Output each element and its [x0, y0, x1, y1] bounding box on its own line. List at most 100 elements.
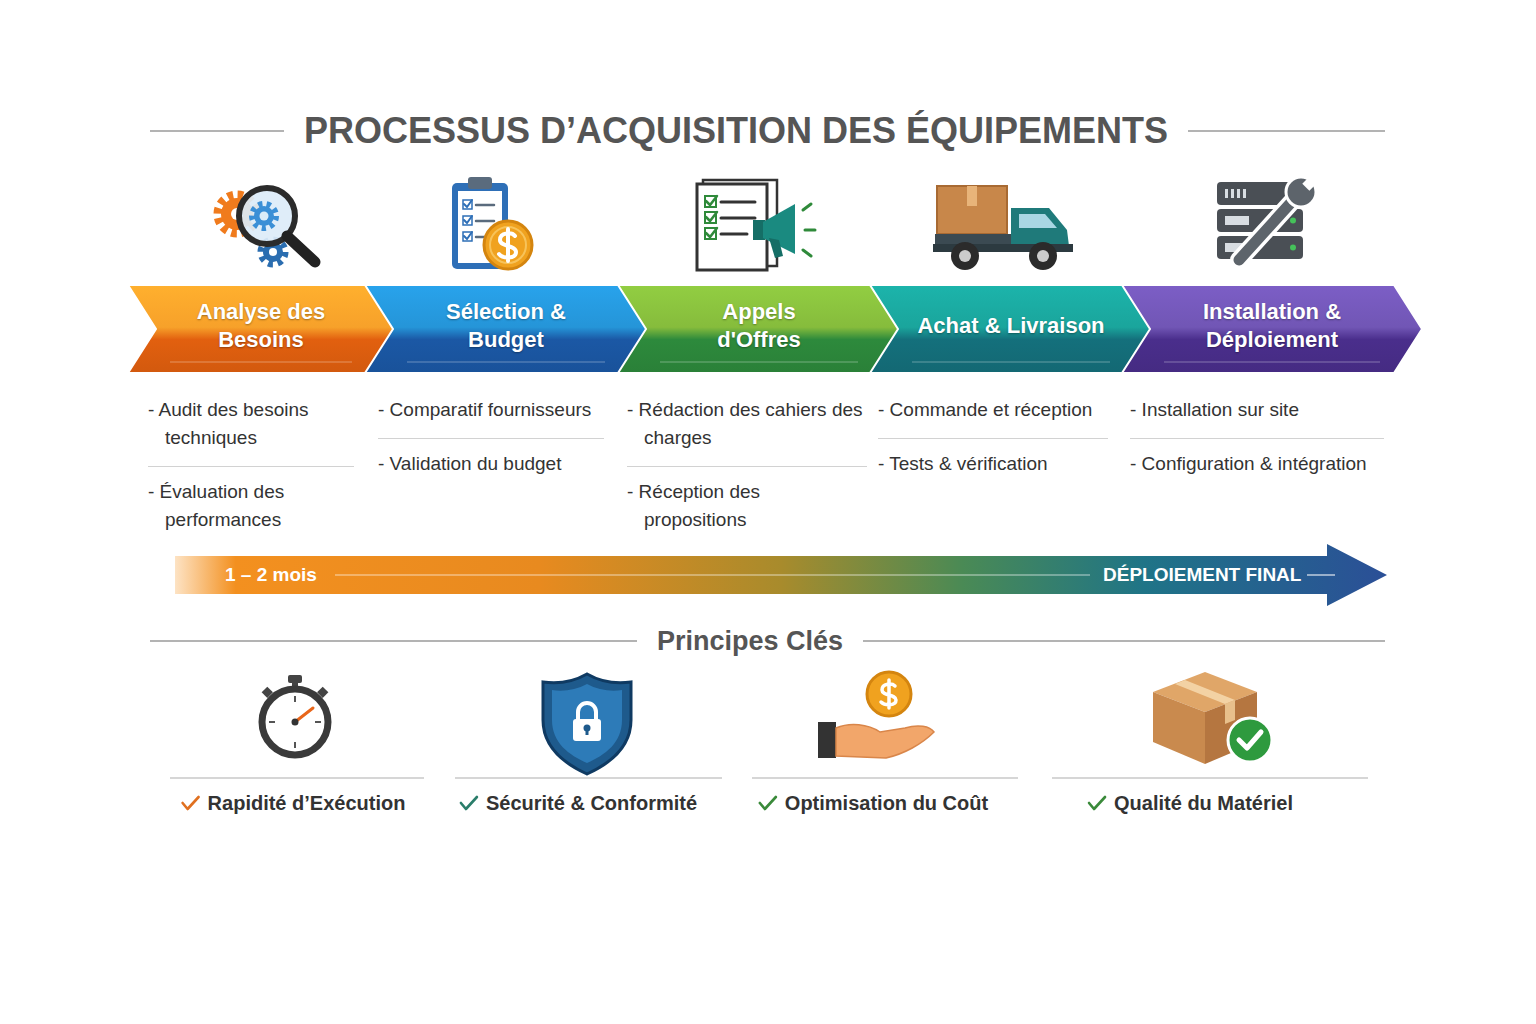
budget-icon: [452, 177, 532, 269]
stage-chevron: Installation & Déploiement: [1122, 285, 1422, 373]
chevron-shape: [870, 285, 1152, 373]
cost-icon: [881, 680, 896, 708]
analysis-icon: [252, 204, 276, 228]
principle-item: Sécurité & Conformité: [459, 789, 697, 817]
separator-line: [170, 777, 1368, 779]
tender-icon: [705, 212, 716, 223]
tender-icon: [705, 228, 716, 239]
delivery-icon: [959, 250, 971, 262]
chevron-label-area: Installation & Déploiement: [1150, 285, 1394, 367]
task-item: - Rédaction des cahiers des charges: [627, 396, 867, 452]
budget-icon: [476, 204, 494, 207]
principle-label: Rapidité d’Exécution: [208, 789, 406, 817]
chevron-shape: [912, 361, 1110, 362]
delivery-icon: [937, 186, 1007, 234]
task-item: - Tests & vérification: [878, 438, 1108, 478]
title-bar: PROCESSUS D’ACQUISITION DES ÉQUIPEMENTS: [0, 109, 1472, 153]
stage-chevron: Achat & Livraison: [870, 285, 1152, 373]
principle-label: Sécurité & Conformité: [486, 789, 697, 817]
tender-icon: [803, 204, 815, 256]
stopwatch-icon: [294, 696, 296, 702]
tender-icon: [706, 228, 717, 237]
budget-icon: [464, 216, 472, 223]
tender-icon: [805, 229, 815, 232]
stage-chevron: Appels d'Offres: [618, 285, 900, 373]
chevron-shape: [170, 361, 352, 362]
timeline-label: 1 – 2 mois: [225, 556, 317, 594]
chevron-shape: [128, 285, 394, 373]
separator-line: [1052, 777, 1368, 779]
stage-chevron: Analyse des Besoins: [128, 285, 394, 373]
task-item: - Comparatif fournisseurs: [378, 396, 604, 424]
tender-icon: [803, 204, 811, 210]
timeline-shape: [1307, 574, 1335, 576]
chevron-label-area: Achat & Livraison: [898, 285, 1124, 367]
stopwatch-icon: [269, 696, 321, 748]
chevron-shape: [365, 285, 647, 373]
task-item: - Commande et réception: [878, 396, 1108, 424]
cost-icon: [818, 722, 836, 758]
stopwatch-icon: [292, 719, 299, 726]
tender-icon: [697, 184, 767, 270]
check-mark: [183, 797, 199, 809]
budget-icon: [499, 229, 516, 261]
chevron-label-area: Sélection & Budget: [393, 285, 619, 367]
bullet-column: - Commande et réception - Tests & vérific…: [878, 396, 1108, 478]
chevron-shape: [618, 285, 900, 373]
budget-icon: [484, 221, 532, 269]
stopwatch-icon: [288, 675, 302, 683]
principle-item: Qualité du Matériel: [1087, 789, 1293, 817]
stage-title: Appels d'Offres: [684, 298, 834, 354]
stage-title: Achat & Livraison: [917, 312, 1104, 340]
deployment-icon: [1231, 189, 1234, 198]
stage-title: Sélection & Budget: [421, 298, 591, 354]
delivery-icon: [1037, 250, 1049, 262]
budget-icon: [464, 232, 472, 239]
deployment-icon: [1302, 172, 1320, 190]
budget-icon: [468, 177, 492, 189]
principle-label: Optimisation du Coût: [785, 789, 988, 817]
budget-icon: [464, 200, 472, 207]
chevron-label-area: Appels d'Offres: [646, 285, 872, 367]
delivery-icon: [951, 242, 979, 270]
tender-icon: [697, 180, 815, 270]
chevron-shape: [1122, 285, 1422, 373]
cost-icon: [867, 672, 911, 716]
tender-icon: [706, 196, 717, 205]
delivery-icon: [967, 186, 977, 206]
deployment-icon: [1237, 189, 1240, 198]
chevron-shape: [660, 361, 858, 362]
bullet-column: - Rédaction des cahiers des charges- Réc…: [627, 396, 867, 534]
deployment-icon: [1217, 172, 1321, 260]
tender-icon: [721, 201, 755, 204]
budget-icon: [463, 216, 472, 225]
check-mark: [181, 794, 201, 812]
tender-icon: [706, 212, 717, 221]
shield-icon: [552, 684, 622, 763]
analysis-icon: [252, 204, 276, 228]
tender-icon: [769, 238, 783, 258]
section-heading: Principes Clés: [637, 626, 863, 656]
budget-icon: [484, 221, 532, 269]
principle-label: Qualité du Matériel: [1114, 789, 1293, 817]
analysis-icon: [287, 236, 315, 262]
stopwatch-icon: [294, 742, 296, 748]
deployment-icon: [1225, 216, 1249, 225]
stage-title: Analyse des Besoins: [176, 298, 346, 354]
shield-icon: [578, 703, 596, 720]
bullet-column: - Comparatif fournisseurs - Validation du…: [378, 396, 604, 478]
cost-icon: [867, 672, 911, 716]
check-mark: [461, 797, 477, 809]
tender-icon: [705, 196, 716, 207]
deployment-icon: [1239, 196, 1297, 260]
analysis-icon: [260, 212, 269, 221]
task-item: - Évaluation des performances: [148, 466, 354, 534]
task-item: - Validation du budget: [378, 438, 604, 478]
quality-icon: [1153, 692, 1205, 764]
tender-icon: [721, 233, 747, 236]
budget-icon: [476, 220, 494, 223]
timeline-shape: [335, 574, 1090, 576]
shield-icon: [543, 674, 631, 774]
chevron-shape: [407, 361, 605, 362]
